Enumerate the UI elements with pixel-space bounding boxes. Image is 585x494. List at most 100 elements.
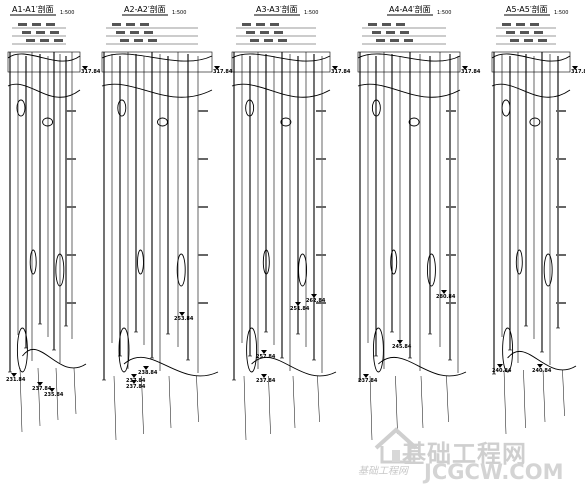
leader-line — [113, 375, 117, 441]
side-annotation-mark — [66, 158, 76, 160]
leader-line — [196, 375, 199, 423]
header-band-label-mark — [18, 23, 27, 26]
bottom-elevation-triangle-icon — [441, 290, 447, 294]
bottom-elevation: 237.84 — [32, 386, 52, 392]
section-panel: A2-A2′剖面1:500317.84253.84237.84238.84237… — [101, 4, 233, 441]
bottom-elevation: 251.84 — [290, 306, 310, 312]
bottom-elevation-triangle-icon — [363, 374, 369, 378]
bottom-elevation: 237.84 — [358, 378, 378, 384]
header-band-label-mark — [390, 39, 399, 42]
leader-line — [168, 375, 172, 429]
side-annotation-mark — [446, 302, 456, 304]
bottom-elevation-triangle-icon — [11, 373, 17, 377]
bottom-elevation-triangle-icon — [261, 350, 267, 354]
bottom-elevation: 237.84 — [256, 378, 276, 384]
header-band-label-mark — [116, 31, 125, 34]
strata-boundary-curve — [123, 357, 219, 377]
side-annotation-mark — [556, 158, 566, 160]
header-band-label-mark — [538, 39, 547, 42]
header-band-label-mark — [36, 31, 45, 34]
strata-boundary-curve — [251, 357, 337, 377]
header-band-label-mark — [278, 39, 287, 42]
side-annotation-mark — [446, 110, 456, 112]
header-band-label-mark — [50, 31, 59, 34]
strata-boundary-curve — [491, 53, 571, 62]
karst-cavity-ellipse — [280, 117, 292, 127]
leader-line — [542, 369, 546, 423]
section-scale: 1:500 — [437, 10, 451, 16]
strata-boundary-curve — [7, 53, 81, 62]
bottom-elevation-triangle-icon — [397, 340, 403, 344]
header-band-label-mark — [274, 31, 283, 34]
side-annotation-mark — [446, 206, 456, 208]
side-annotation-mark — [556, 302, 566, 304]
bottom-elevation: 238.84 — [138, 370, 158, 376]
karst-cavity-ellipse — [543, 253, 553, 287]
karst-cavity-ellipse — [501, 99, 511, 117]
bottom-elevation: 245.84 — [392, 344, 412, 350]
side-annotation-mark — [446, 158, 456, 160]
leader-line — [268, 375, 271, 435]
strata-boundary-curve — [507, 350, 577, 371]
bottom-elevation: 237.84 — [126, 384, 146, 390]
karst-cavity-ellipse — [426, 253, 436, 287]
karst-cavity-ellipse — [246, 327, 258, 373]
header-band-label-mark — [250, 39, 259, 42]
section-frame-top — [7, 51, 81, 73]
section-frame-top — [101, 51, 213, 73]
section-title: A2-A2′剖面 — [124, 4, 166, 14]
header-band-label-mark — [404, 39, 413, 42]
leader-line — [523, 369, 526, 429]
karst-cavity-ellipse — [42, 117, 54, 127]
side-annotation-mark — [198, 254, 208, 256]
section-title: A5-A5′剖面 — [506, 4, 548, 14]
bottom-elevation-triangle-icon — [261, 374, 267, 378]
header-band-label-mark — [376, 39, 385, 42]
leader-line — [37, 367, 41, 427]
leader-line — [420, 375, 424, 429]
header-band-label-mark — [372, 31, 381, 34]
section-frame-top — [231, 51, 331, 73]
side-annotation-mark — [446, 254, 456, 256]
karst-cavity-ellipse — [137, 249, 144, 275]
surface-elevation: 317.84 — [461, 69, 481, 75]
header-band-label-mark — [534, 31, 543, 34]
header-band-label-mark — [530, 23, 539, 26]
surface-elevation: 317.84 — [331, 69, 351, 75]
header-band-label-mark — [54, 39, 63, 42]
leader-line — [369, 375, 373, 441]
header-band-label-mark — [112, 23, 121, 26]
karst-cavity-ellipse — [262, 249, 270, 275]
side-annotation-mark — [66, 206, 76, 208]
surface-elevation: 317.84 — [571, 69, 585, 75]
header-band-label-mark — [264, 39, 273, 42]
strata-boundary-curve — [7, 83, 81, 98]
elevation-triangle-icon — [572, 66, 578, 70]
side-annotation-mark — [316, 110, 326, 112]
side-annotation-mark — [316, 206, 326, 208]
bottom-elevation-triangle-icon — [143, 366, 149, 370]
side-annotation-mark — [556, 110, 566, 112]
strata-boundary-curve — [357, 53, 461, 62]
section-scale: 1:500 — [60, 10, 74, 16]
header-band-label-mark — [134, 39, 143, 42]
karst-cavity-ellipse — [176, 253, 186, 287]
karst-cavity-ellipse — [390, 249, 398, 275]
header-band-label-mark — [382, 23, 391, 26]
bottom-elevation: 280.84 — [436, 294, 456, 300]
bottom-elevation-triangle-icon — [311, 294, 317, 298]
header-band-label-mark — [22, 31, 31, 34]
side-annotation-mark — [198, 158, 208, 160]
leader-line — [562, 369, 565, 417]
house-logo-icon — [374, 427, 418, 464]
strata-boundary-curve — [357, 83, 461, 98]
strata-boundary-curve — [378, 357, 467, 377]
bottom-elevation-triangle-icon — [295, 302, 301, 306]
side-annotation-mark — [556, 254, 566, 256]
strata-boundary-curve — [231, 53, 331, 62]
header-band-label-mark — [46, 23, 55, 26]
header-band-label-mark — [32, 23, 41, 26]
leader-line — [73, 367, 77, 415]
leader-line — [141, 375, 144, 435]
